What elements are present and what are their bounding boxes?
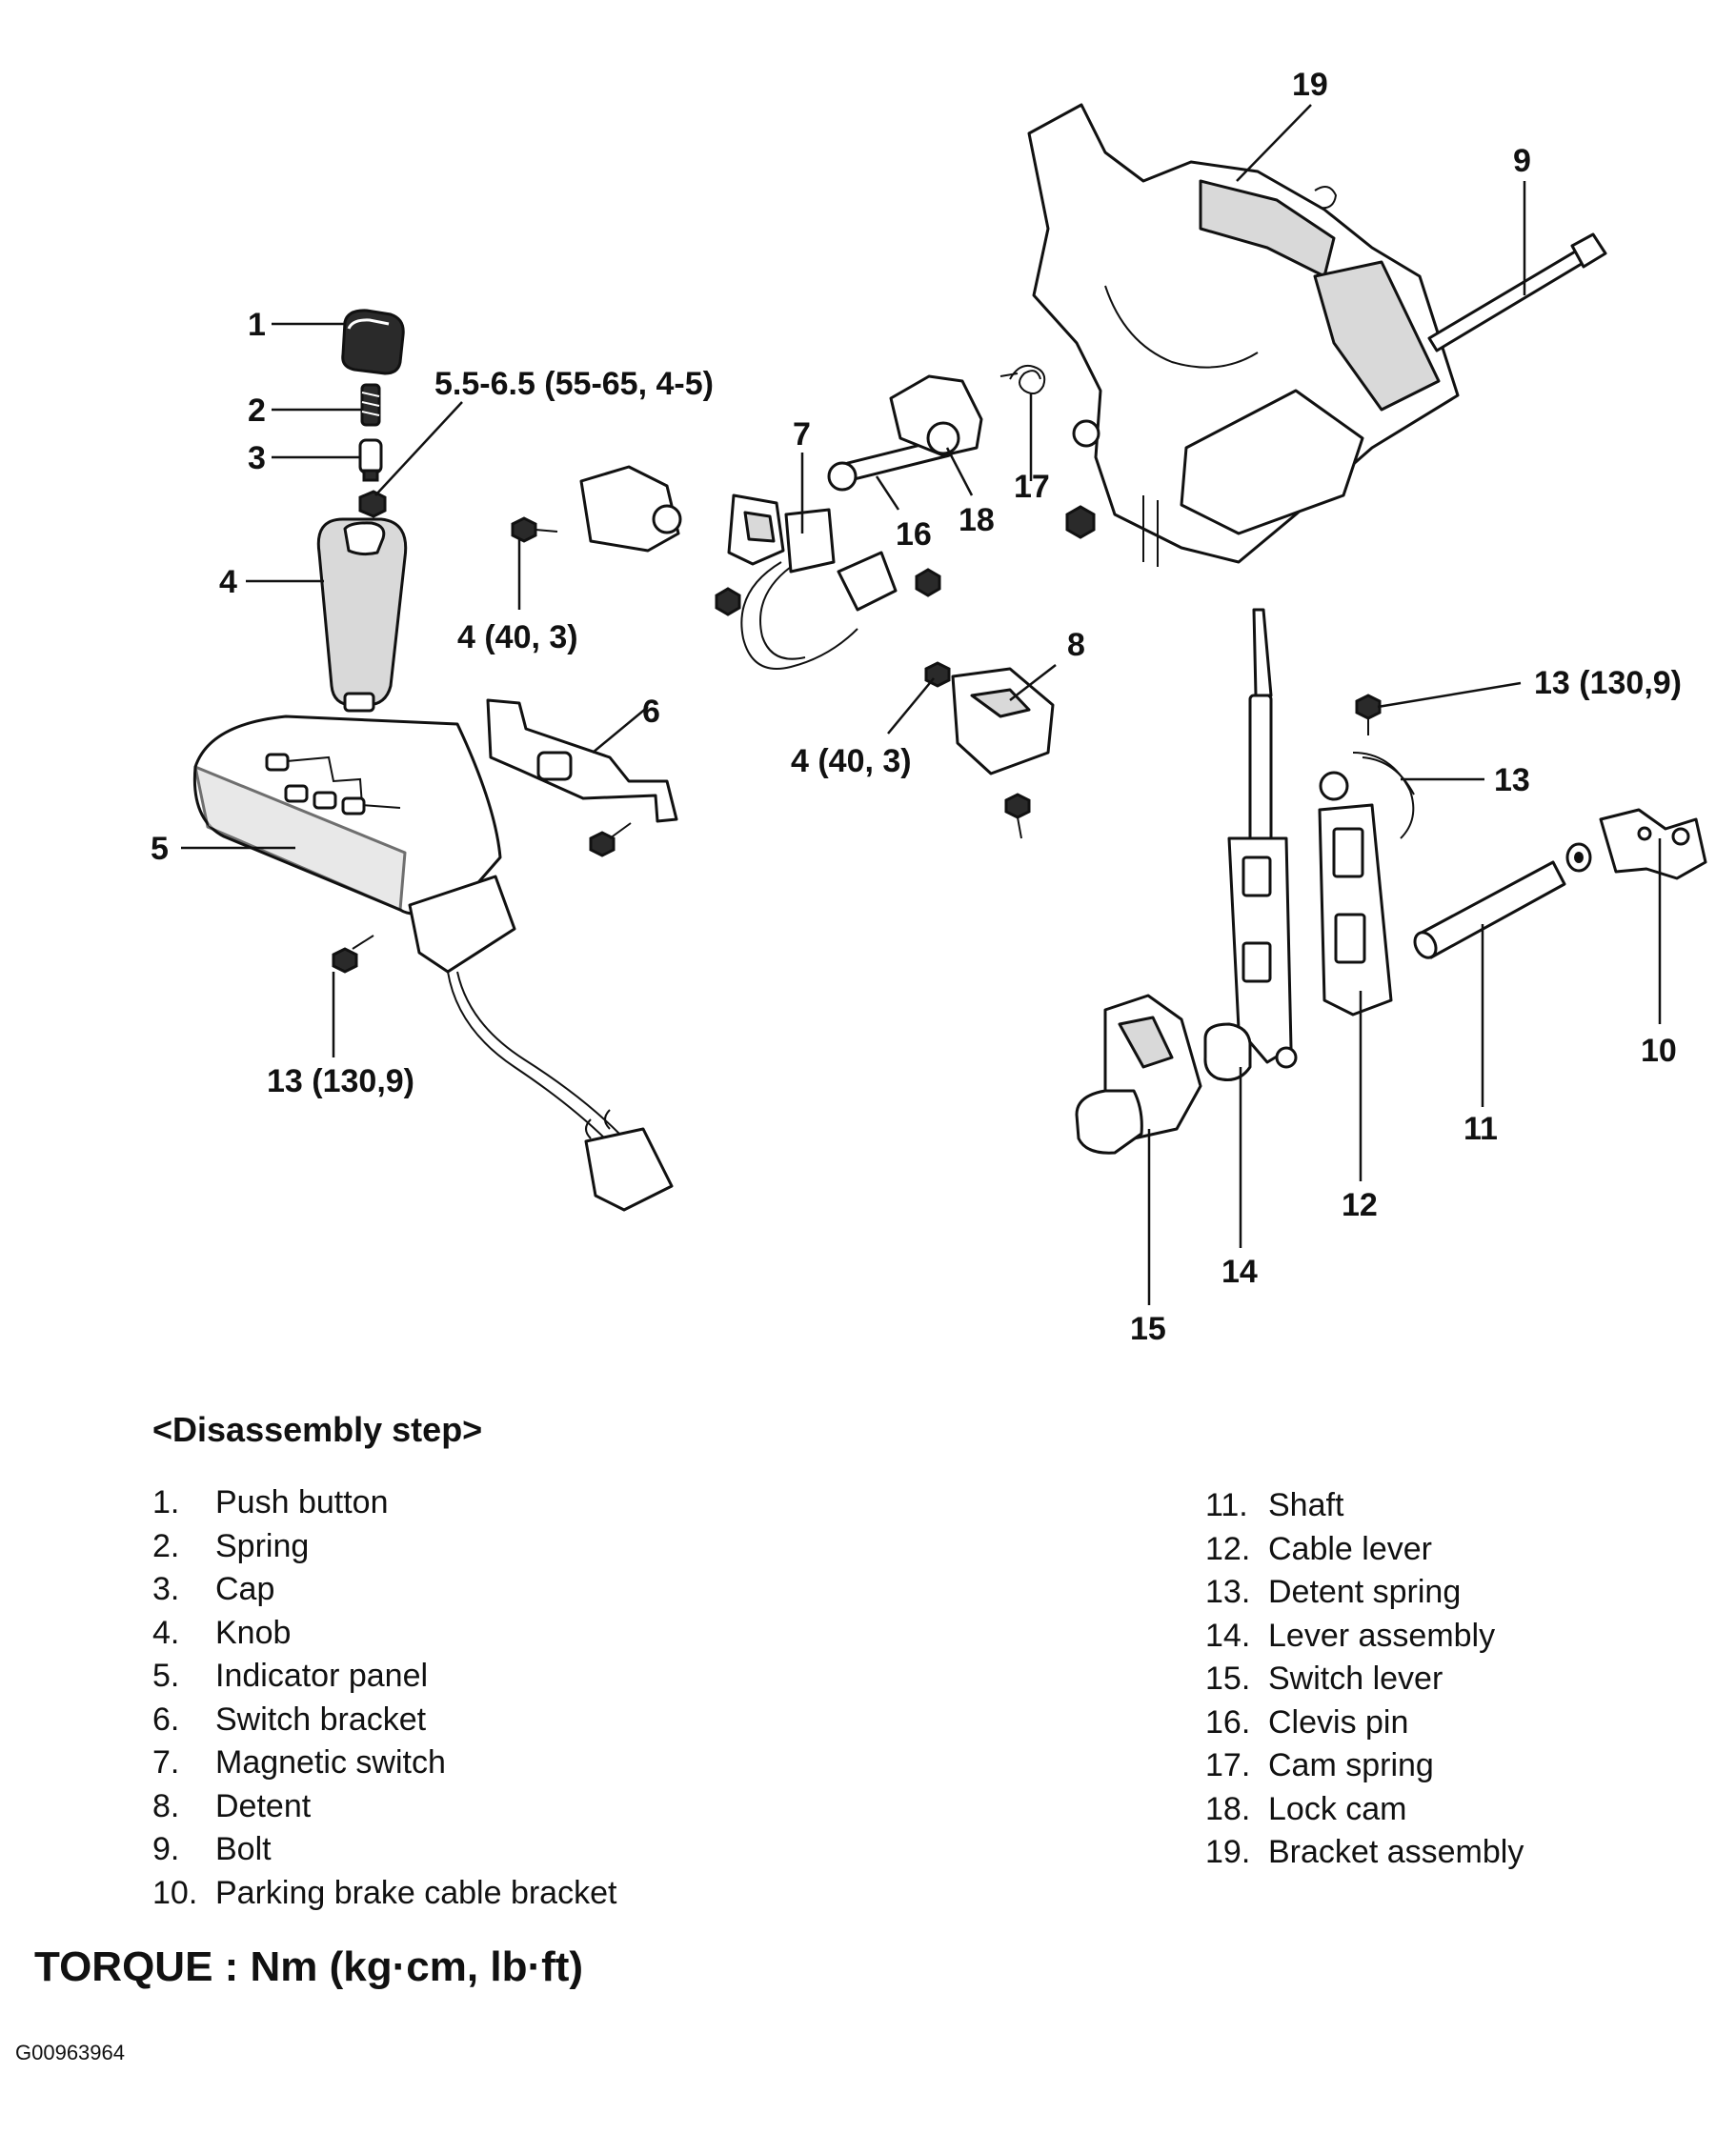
callout-3: 3	[248, 440, 266, 476]
callout-13-upper: 13	[1494, 762, 1530, 798]
step-item: 18.Lock cam	[1205, 1790, 1407, 1827]
torque-detent-screw: 4 (40, 3)	[791, 743, 912, 779]
step-item: 9.Bolt	[152, 1831, 272, 1867]
figure-id: G00963964	[15, 2041, 125, 2064]
part-cable-lever	[1318, 771, 1393, 1017]
torque-knob-nut: 5.5-6.5 (55-65, 4-5)	[434, 366, 714, 402]
part-bolt	[1427, 232, 1607, 352]
part-parking-brake-cable-bracket	[1599, 808, 1707, 880]
part-spring	[360, 383, 381, 427]
callout-18: 18	[959, 502, 995, 538]
callout-10: 10	[1641, 1033, 1677, 1069]
callout-7: 7	[793, 416, 811, 453]
part-lever-assembly	[1203, 608, 1298, 1081]
callout-11: 11	[1463, 1111, 1498, 1147]
part-knob-nut	[358, 490, 387, 518]
step-item: 12.Cable lever	[1205, 1530, 1432, 1567]
step-item: 16.Clevis pin	[1205, 1703, 1409, 1741]
step-item: 3.Cap	[152, 1571, 275, 1607]
part-indicator-panel	[192, 715, 674, 1212]
part-knob	[316, 517, 408, 713]
callout-17: 17	[1014, 469, 1050, 505]
part-shaft	[1413, 860, 1566, 959]
callout-8: 8	[1067, 627, 1085, 663]
disassembly-step-title: <Disassembly step>	[152, 1410, 483, 1449]
leader-lines	[181, 104, 1662, 1305]
step-item: 2.Spring	[152, 1527, 310, 1564]
callout-19: 19	[1292, 67, 1328, 103]
part-detent-spring	[1352, 694, 1415, 839]
exploded-parts-diagram: 1 2 3 5.5-6.5 (55-65, 4-5) 4 5 6 7 8 9 1…	[151, 67, 1707, 1347]
torque-bracket-bolt: 13 (130,9)	[1534, 665, 1682, 701]
part-magnetic-switch	[715, 493, 941, 670]
part-shaft-washer	[1565, 842, 1592, 873]
step-item: 13.Detent spring	[1205, 1574, 1462, 1610]
callout-2: 2	[248, 393, 266, 429]
torque-switch-screw: 4 (40, 3)	[457, 619, 578, 655]
step-item: 15.Switch lever	[1205, 1661, 1443, 1697]
part-switch-body	[579, 465, 682, 553]
callout-9: 9	[1513, 143, 1531, 179]
step-item: 6.Switch bracket	[152, 1701, 427, 1738]
callout-12: 12	[1342, 1187, 1378, 1223]
step-item: 4.Knob	[152, 1614, 292, 1651]
part-cap	[358, 438, 383, 482]
part-switch-lever	[1075, 994, 1202, 1155]
part-detent	[924, 661, 1055, 839]
part-push-button	[341, 309, 405, 375]
part-bracket-assembly	[1027, 103, 1460, 567]
step-item: 10.Parking brake cable bracket	[152, 1874, 617, 1911]
callout-15: 15	[1130, 1311, 1166, 1347]
step-item: 5.Indicator panel	[152, 1658, 429, 1694]
torque-units-note: TORQUE : Nm (kg·cm, lb·ft)	[34, 1943, 584, 1990]
callout-1: 1	[248, 307, 266, 343]
step-item: 7.Magnetic switch	[152, 1744, 446, 1781]
step-item: 11.Shaft	[1205, 1487, 1344, 1523]
part-panel-bolt	[332, 935, 374, 974]
disassembly-steps-left: 1.Push button 2.Spring 3.Cap 4.Knob 5.In…	[152, 1481, 616, 1915]
torque-panel-bolt: 13 (130,9)	[267, 1063, 414, 1099]
step-item: 8.Detent	[152, 1787, 312, 1824]
part-lock-cam	[889, 374, 983, 457]
step-item: 17.Cam spring	[1205, 1747, 1434, 1783]
callout-6: 6	[642, 694, 660, 730]
part-switch-screw	[511, 516, 558, 543]
step-item: 19.Bracket assembly	[1205, 1834, 1524, 1870]
callout-14: 14	[1221, 1254, 1258, 1290]
callout-16: 16	[896, 516, 932, 553]
part-cam-spring	[999, 364, 1046, 395]
part-switch-bracket	[486, 698, 678, 857]
callout-5: 5	[151, 831, 169, 867]
step-item: 14.Lever assembly	[1205, 1617, 1496, 1654]
step-item: 1.Push button	[152, 1484, 389, 1520]
disassembly-steps-right: 11.Shaft 12.Cable lever 13.Detent spring…	[1205, 1484, 1524, 1875]
callout-4: 4	[219, 564, 237, 600]
